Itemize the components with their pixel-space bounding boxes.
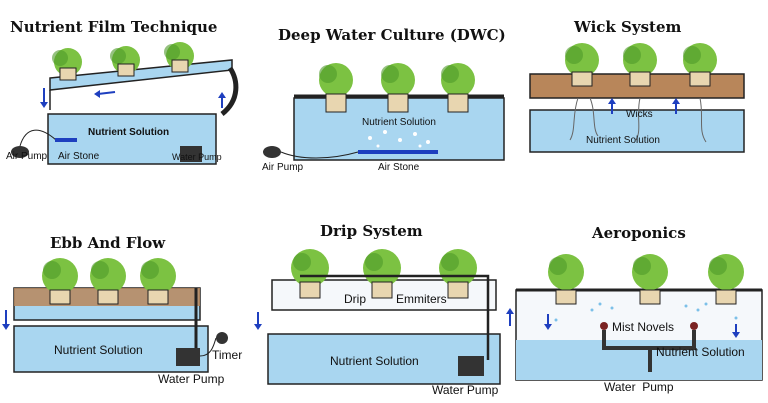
ebb-reservoir [13, 325, 209, 373]
lettuce-plant [439, 249, 477, 299]
mist-spray-icon [554, 302, 738, 322]
nft-pump-pipe [220, 66, 239, 116]
lettuce-plant [565, 43, 599, 87]
lettuce-plant [110, 46, 140, 77]
air-stone-icon [55, 138, 77, 142]
water-pump-icon [176, 348, 200, 366]
bubbles-icon [368, 130, 430, 148]
lettuce-plant [363, 249, 401, 299]
drip-emitters-label: Emmiters [396, 292, 447, 306]
drip-line [300, 274, 490, 360]
drip-solution-label: Nutrient Solution [330, 354, 419, 368]
lettuce-plant [381, 63, 415, 113]
drip-drip-label: Drip [344, 292, 367, 306]
lettuce-plant [291, 249, 329, 299]
dwc-title: Deep Water Culture (DWC) [278, 26, 506, 44]
timer-icon [216, 332, 228, 344]
lettuce-plant [319, 63, 353, 113]
lettuce-plant [632, 254, 668, 305]
nft-air-stone-label: Air Stone [58, 151, 100, 162]
lettuce-plant [623, 43, 657, 87]
dwc-solution-label: Nutrient Solution [362, 117, 436, 128]
drip-title: Drip System [320, 222, 423, 240]
wick-strings [569, 97, 707, 143]
dwc-air-pump-label: Air Pump [262, 162, 304, 173]
water-pump-icon [458, 356, 484, 376]
ebb-title: Ebb And Flow [50, 234, 166, 252]
drip-water-pump-label: Water Pump [432, 383, 499, 397]
nft-title: Nutrient Film Technique [10, 18, 218, 36]
mist-nozzle-icon [690, 322, 698, 330]
lettuce-plant [708, 254, 744, 305]
aero-title: Aeroponics [592, 224, 686, 242]
lettuce-plant [42, 258, 78, 305]
water-pump-icon [180, 146, 202, 162]
mist-nozzle-icon [600, 322, 608, 330]
dwc-air-stone-label: Air Stone [378, 162, 420, 173]
lettuce-plant [90, 258, 126, 305]
wick-solution-label: Nutrient Solution [586, 135, 660, 146]
lettuce-plant [683, 43, 717, 87]
wick-wicks-label: Wicks [626, 109, 653, 120]
aero-water-pump-label: Water Pump [604, 380, 674, 394]
mist-pipe [602, 330, 696, 372]
left-arrow-icon [97, 91, 116, 95]
aero-mist-label: Mist Novels [612, 320, 675, 334]
nft-water-pump-label: Water Pump [172, 152, 222, 162]
air-pump-icon [263, 146, 281, 158]
ebb-timer-label: Timer [212, 348, 243, 362]
lettuce-plant [164, 42, 194, 73]
lettuce-plant [441, 63, 475, 113]
aero-solution-label: Nutrient Solution [656, 345, 745, 359]
wick-reservoir [529, 109, 745, 153]
wick-title: Wick System [574, 18, 682, 36]
nft-solution-label: Nutrient Solution [88, 127, 170, 138]
lettuce-plant [52, 48, 82, 81]
air-pump-icon [11, 146, 29, 158]
lettuce-plant [548, 254, 584, 305]
lettuce-plant [140, 258, 176, 305]
ebb-solution-label: Nutrient Solution [54, 343, 143, 357]
air-stone-icon [358, 150, 438, 154]
nft-air-pump-label: Air Pump [6, 151, 48, 162]
ebb-water-pump-label: Water Pump [158, 372, 225, 386]
